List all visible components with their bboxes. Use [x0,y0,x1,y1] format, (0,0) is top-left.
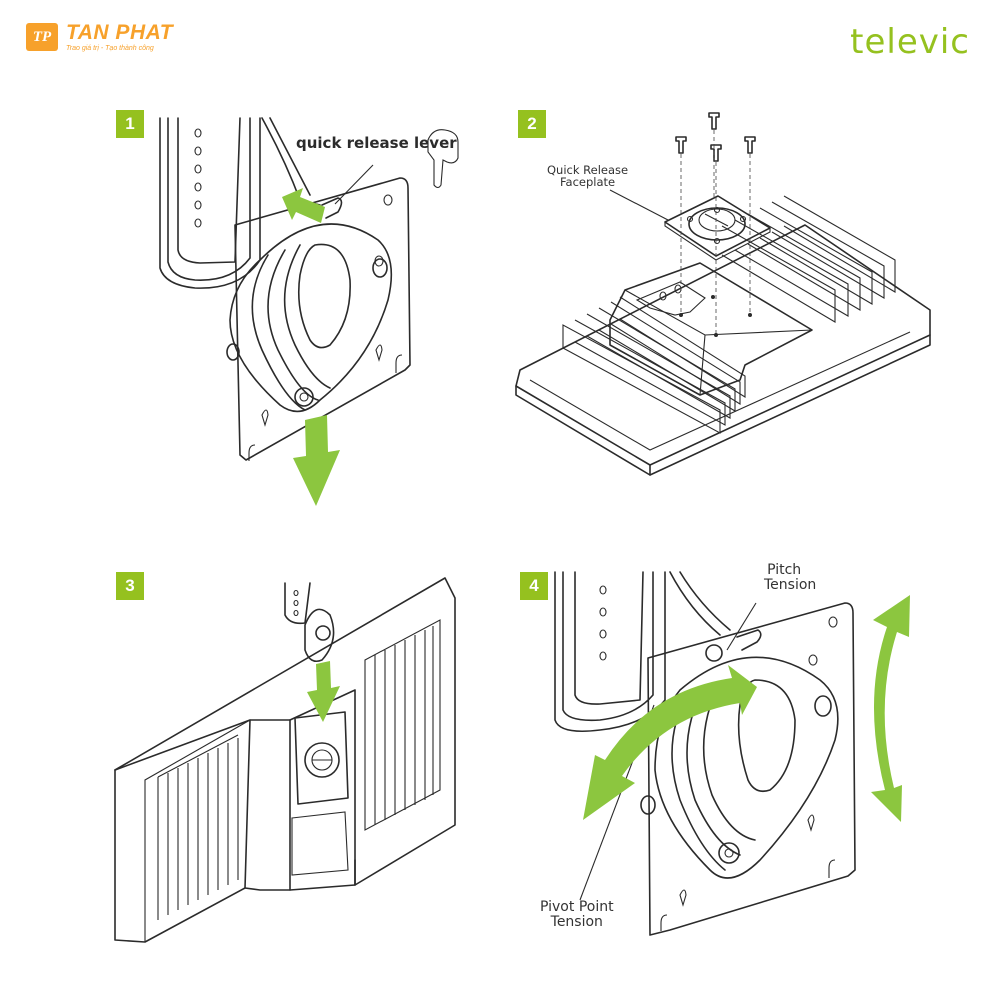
pitch-tension-label: Pitch Tension [764,562,817,593]
step1-mounting-plate [234,177,411,461]
quick-release-lever-label: quick release lever [296,134,457,152]
down-arrow-icon [293,415,340,506]
step-2-badge: 2 [518,110,546,138]
screw-icon [675,112,756,162]
step-4-illustration [554,571,910,936]
curved-double-arrow-icon [871,595,910,822]
televic-logo: televic [850,22,970,62]
step-3-illustration [114,577,456,943]
tanphat-logo-slogan: Trao giá trị - Tạo thành công [66,45,154,52]
step4-mounting-plate [647,602,856,936]
down-arrow-icon [307,661,340,722]
step-2-illustration [515,112,931,476]
tanphat-logo: TP TAN PHAT Trao giá trị - Tạo thành côn… [26,22,173,52]
curved-double-arrow-icon [583,665,757,820]
pointing-hand-icon [427,129,459,189]
quick-release-faceplate-label: Quick Release Faceplate [547,163,629,190]
step-1-illustration [159,117,459,506]
up-left-arrow-icon [282,188,325,223]
step-3-badge: 3 [116,572,144,600]
tanphat-logo-mark: TP [26,23,58,51]
pivot-point-tension-label: Pivot Point Tension [540,899,614,930]
tanphat-logo-name: TAN PHAT [66,21,174,44]
step-4-badge: 4 [520,572,548,600]
step-1-badge: 1 [116,110,144,138]
